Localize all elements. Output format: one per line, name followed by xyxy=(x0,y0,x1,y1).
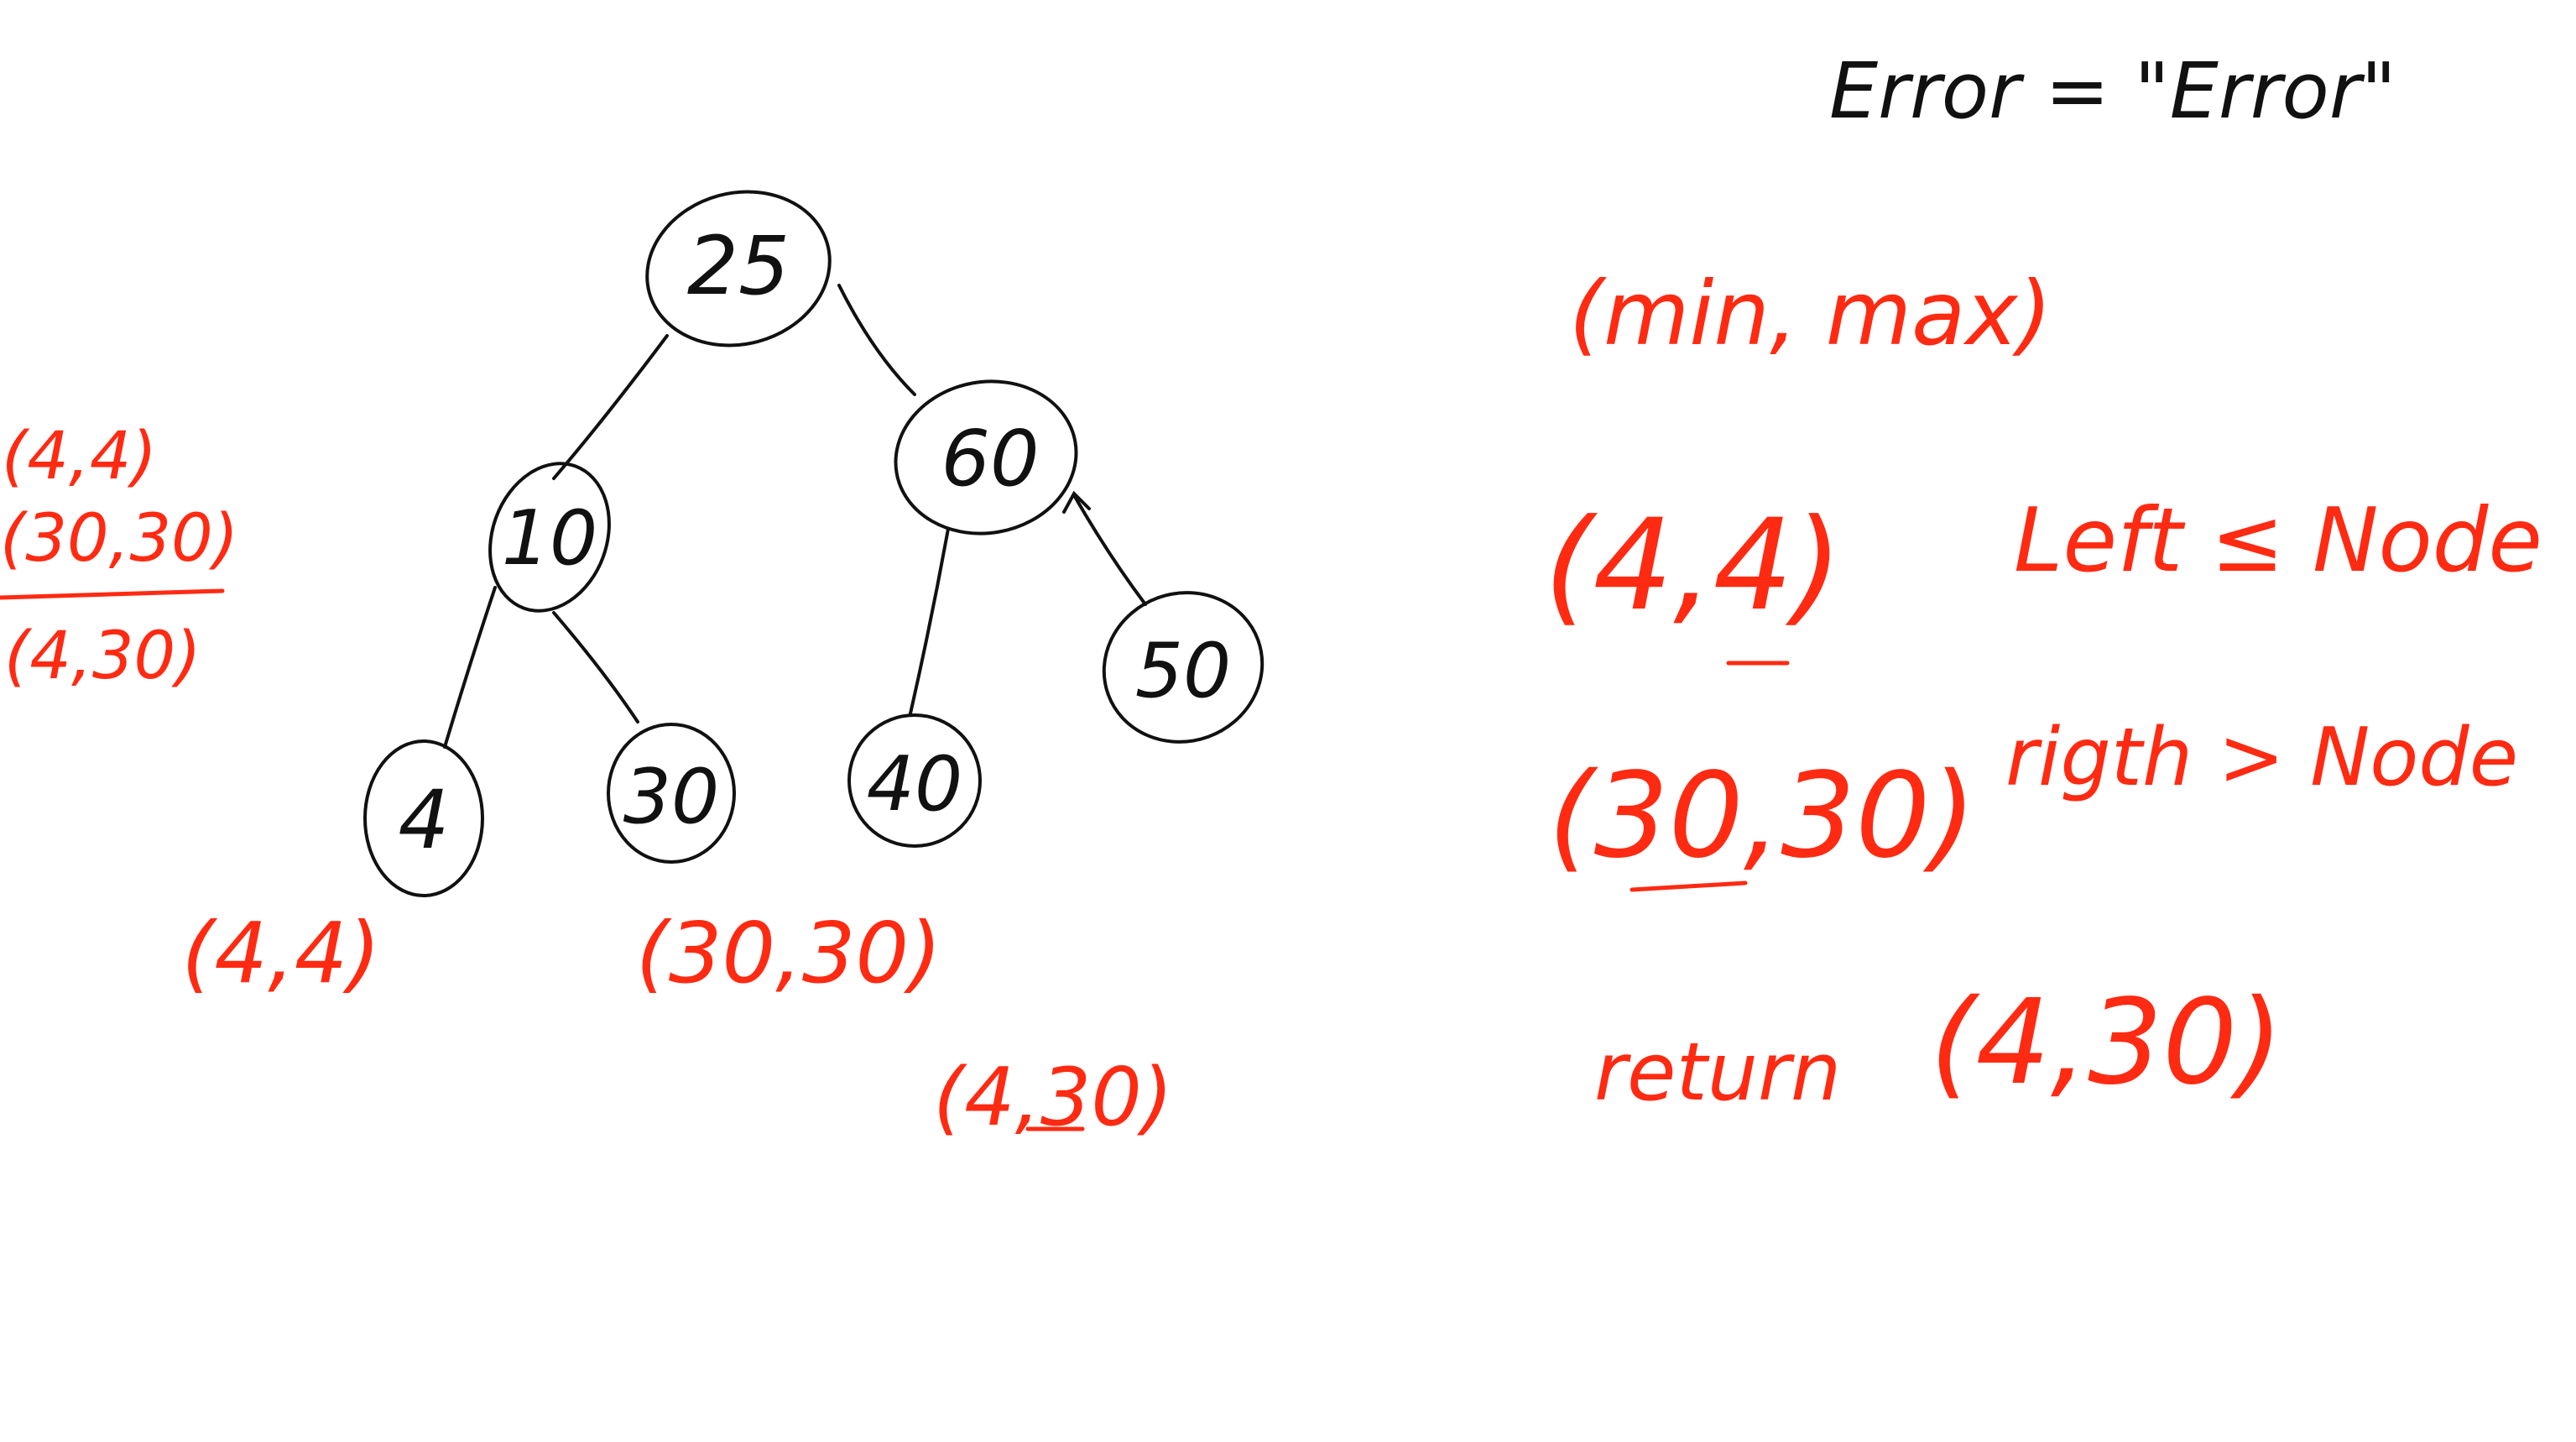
tree-node-10: 10 xyxy=(488,462,611,613)
right-pair: (30,30) xyxy=(1548,748,1976,885)
error-note: Error = "Error" xyxy=(1829,46,2396,136)
node-label: 60 xyxy=(941,414,1039,504)
arrowhead-icon xyxy=(1062,490,1091,514)
return-label: return xyxy=(1594,1027,1841,1119)
rules-panel: (min, max) (4,4) Left ≤ Node (30,30) rig… xyxy=(1544,263,2542,1119)
edge-10-30 xyxy=(552,611,639,724)
left-pair: (4,4) xyxy=(1544,493,1843,639)
right-rule: rigth > Node xyxy=(2005,712,2518,804)
side-stack: (4,4) (30,30) (4,30) xyxy=(0,419,238,694)
tree-node-60: 60 xyxy=(894,379,1078,536)
node-label: 10 xyxy=(502,494,598,583)
tree-node-40: 40 xyxy=(847,713,982,848)
node-label: 25 xyxy=(687,219,790,313)
annotation-node-30: (30,30) xyxy=(636,904,941,1002)
edge-10-4 xyxy=(443,586,497,749)
node-label: 30 xyxy=(623,753,720,841)
return-pair: (4,30) xyxy=(1930,974,2283,1111)
node-label: 4 xyxy=(398,773,449,867)
side-stack-result: (4,30) xyxy=(4,619,201,694)
left-rule: Left ≤ Node xyxy=(2014,489,2542,592)
tree-node-4: 4 xyxy=(363,739,484,897)
node-label: 50 xyxy=(1135,627,1232,715)
edge-50-60 xyxy=(1072,494,1147,606)
edge-25-10 xyxy=(552,334,669,480)
annotation-node-4: (4,4) xyxy=(181,904,380,1002)
underline-mark xyxy=(1630,880,1748,892)
sum-divider xyxy=(0,588,225,600)
tree-node-25: 25 xyxy=(645,190,832,347)
node-label: 40 xyxy=(867,740,963,828)
edge-25-60 xyxy=(837,284,916,396)
side-stack-line2: (30,30) xyxy=(0,501,238,577)
min-max-label: (min, max) xyxy=(1569,263,2052,365)
side-stack-line1: (4,4) xyxy=(2,419,157,494)
edge-60-40 xyxy=(909,527,950,715)
tree-node-50: 50 xyxy=(1102,591,1265,744)
tree-node-30: 30 xyxy=(607,723,736,864)
